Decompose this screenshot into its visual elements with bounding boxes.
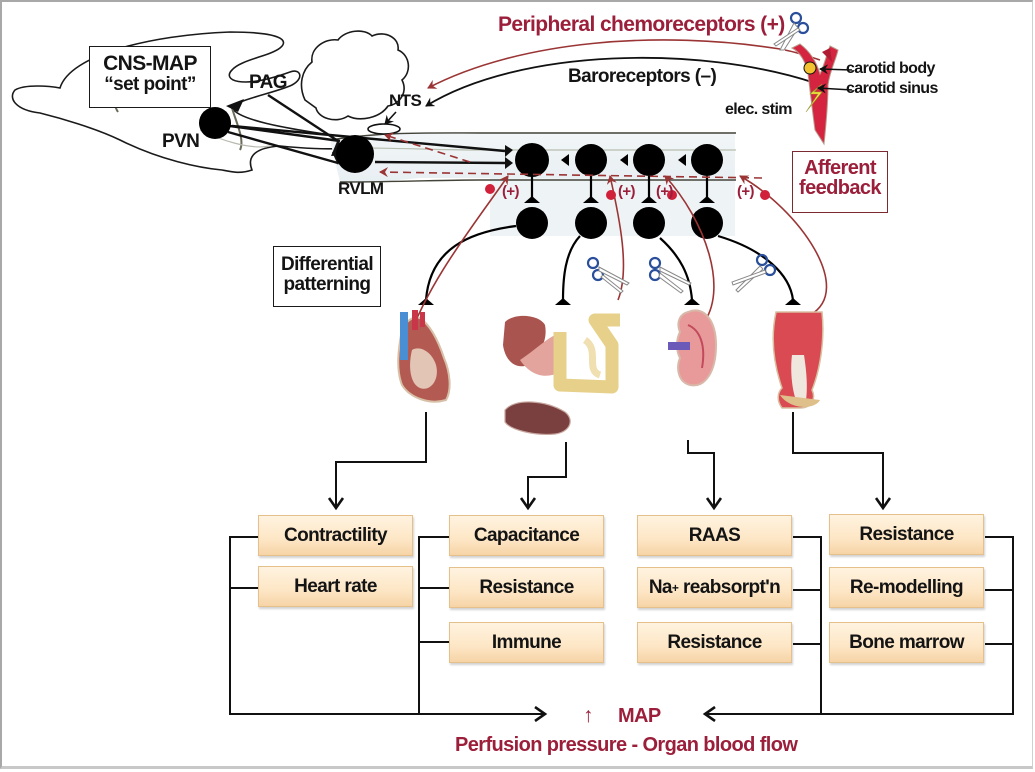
organ-effector-connectors (336, 412, 883, 508)
baroreceptor-pathway (425, 56, 816, 107)
effector-gut-capacitance: Capacitance (449, 515, 604, 556)
rvlm-nucleus (336, 135, 374, 173)
scissors-icon-kidney (648, 256, 692, 294)
cns-map-set-point-box: CNS-MAP “set point” (89, 46, 211, 108)
efferent-axons (424, 224, 795, 301)
scissors-icon-chemo (773, 11, 810, 51)
plus-sign-1: (+) (502, 183, 520, 200)
na-base: Na (648, 576, 673, 598)
nts-label: NTS (389, 91, 422, 110)
perfusion-subtitle: Perfusion pressure - Organ blood flow (455, 734, 798, 756)
set-point-line1: CNS-MAP (103, 52, 197, 75)
chemoreceptor-pathway (427, 39, 781, 89)
elec-stim-label: elec. stim (725, 101, 793, 118)
afferent-line1: Afferent (804, 157, 876, 179)
na-superscript: + (671, 580, 679, 595)
pvn-label: PVN (162, 131, 200, 152)
na-rest: reabsorpt'n (678, 576, 781, 598)
brain-outline (11, 31, 347, 174)
effector-heart-rate: Heart rate (258, 566, 413, 607)
effector-gut-resistance: Resistance (449, 567, 604, 608)
set-point-line2: “set point” (104, 74, 196, 96)
pag-label: PAG (249, 72, 288, 93)
map-label: MAP (618, 705, 661, 727)
scissors-icon-gut (586, 256, 630, 294)
differential-patterning-box: Differential patterning (273, 246, 381, 307)
effector-heart-contractility: Contractility (258, 515, 413, 556)
afferent-line2: feedback (799, 177, 882, 200)
plus-sign-3: (+) (656, 183, 674, 200)
kidney-icon (668, 309, 718, 387)
pvn-nucleus (199, 107, 231, 139)
effector-muscle-remodelling: Re-modelling (829, 567, 984, 608)
postganglionic-neurons (516, 207, 723, 239)
scissors-icon-muscle (731, 253, 777, 293)
effector-kidney-resistance: Resistance (637, 622, 792, 663)
leg-muscle-icon (772, 311, 824, 409)
pag-synapse (226, 99, 244, 112)
central-connections (227, 93, 506, 165)
plus-sign-2: (+) (618, 183, 636, 200)
plus-sign-4: (+) (737, 183, 755, 200)
effector-kidney-na-reabsorption: Na+ reabsorpt'n (637, 567, 792, 608)
map-up-arrow-icon: ↑ (583, 704, 594, 727)
rvlm-label: RVLM (338, 179, 384, 198)
afferent-feedback-box: Afferent feedback (792, 151, 888, 213)
patterning-line1: Differential (280, 254, 374, 275)
patterning-line2: patterning (283, 273, 371, 295)
heart-icon (397, 310, 451, 403)
effector-muscle-resistance: Resistance (829, 514, 984, 555)
effector-gut-immune: Immune (449, 622, 604, 663)
carotid-sinus-label: carotid sinus (846, 80, 938, 97)
effector-muscle-bone-marrow: Bone marrow (829, 622, 984, 663)
afferent-dots (485, 184, 770, 200)
chemoreceptors-label: Peripheral chemoreceptors (+) (498, 13, 785, 36)
effector-kidney-raas: RAAS (637, 515, 792, 556)
preganglionic-neurons (515, 143, 723, 177)
gut-liver-spleen-icon (503, 313, 620, 435)
map-convergence-lines (229, 536, 1014, 714)
carotid-body-label: carotid body (846, 60, 935, 77)
electrical-stimulation-icon (805, 83, 823, 113)
cerebellum-outline (300, 30, 410, 121)
baroreceptors-label: Baroreceptors (–) (568, 66, 717, 87)
